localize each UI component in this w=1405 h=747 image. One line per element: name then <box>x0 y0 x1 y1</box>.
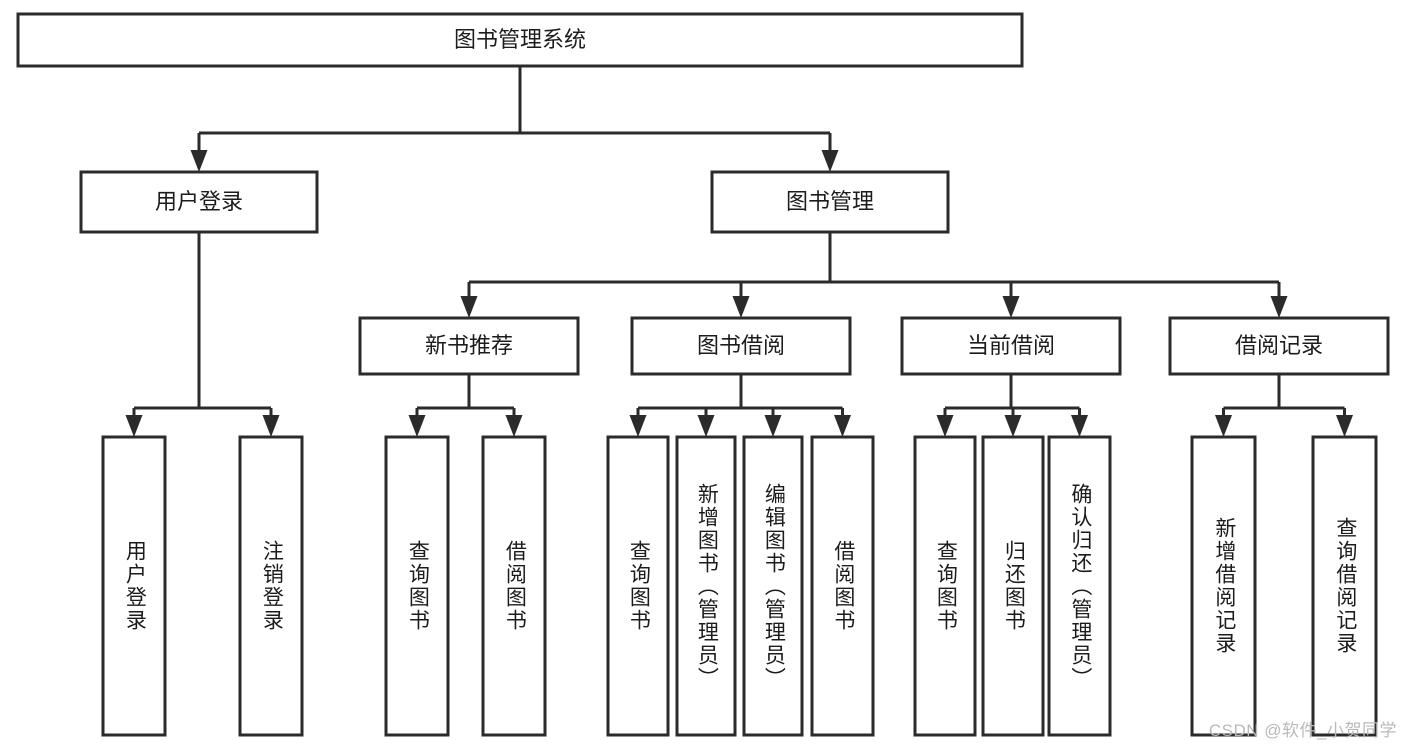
edge-arrow-icon <box>629 415 647 437</box>
edge-arrow-icon <box>505 415 523 437</box>
node-level3[interactable]: 当前借阅 <box>900 316 1122 376</box>
edge-arrow-icon <box>1004 415 1022 437</box>
edge-arrow-icon <box>262 415 280 437</box>
node-leaf[interactable] <box>810 435 875 737</box>
node-level2[interactable]: 用户登录 <box>79 170 319 234</box>
node-leaf[interactable] <box>238 435 304 737</box>
edge-arrow-icon <box>190 150 208 172</box>
edge-arrow-icon <box>1215 415 1232 437</box>
node-label: 图书管理系统 <box>454 27 586 52</box>
node-label: 借阅记录 <box>1235 333 1323 358</box>
node-box[interactable] <box>101 435 167 737</box>
node-leaf[interactable] <box>606 435 670 737</box>
node-leaf[interactable] <box>1190 435 1257 737</box>
node-leaf[interactable] <box>981 435 1045 737</box>
node-label: 图书借阅 <box>697 333 785 358</box>
node-box[interactable] <box>810 435 875 737</box>
node-box[interactable] <box>481 435 547 737</box>
node-box[interactable] <box>79 170 319 234</box>
edges-layer <box>125 66 1353 437</box>
node-label: 图书管理 <box>786 189 874 214</box>
node-leaf[interactable] <box>481 435 547 737</box>
edge-arrow-icon <box>764 415 782 437</box>
node-leaf[interactable] <box>742 435 804 737</box>
node-box[interactable] <box>742 435 804 737</box>
node-box[interactable] <box>1047 435 1112 737</box>
edge-arrow-icon <box>834 415 851 437</box>
node-box[interactable] <box>16 12 1024 68</box>
edge-group <box>1215 374 1353 437</box>
node-level3[interactable]: 借阅记录 <box>1168 316 1390 376</box>
edge-group <box>190 66 839 172</box>
edge-arrow-icon <box>125 415 143 437</box>
node-box[interactable] <box>606 435 670 737</box>
edge-arrow-icon <box>697 415 715 437</box>
edge-group <box>125 232 280 437</box>
edge-group <box>936 374 1088 437</box>
edge-arrow-icon <box>408 415 426 437</box>
node-leaf[interactable] <box>913 435 977 737</box>
node-box[interactable] <box>710 170 950 234</box>
node-leaf[interactable] <box>384 435 450 737</box>
node-box[interactable] <box>238 435 304 737</box>
node-box[interactable] <box>1168 316 1390 376</box>
node-box[interactable] <box>630 316 852 376</box>
node-box[interactable] <box>981 435 1045 737</box>
node-leaf[interactable] <box>101 435 167 737</box>
node-label: 当前借阅 <box>967 333 1055 358</box>
edge-arrow-icon <box>1270 296 1288 318</box>
node-box[interactable] <box>675 435 737 737</box>
node-box[interactable] <box>1311 435 1378 737</box>
edge-arrow-icon <box>936 415 954 437</box>
node-level2[interactable]: 图书管理 <box>710 170 950 234</box>
node-leaf[interactable] <box>1311 435 1378 737</box>
edge-arrow-icon <box>821 150 839 172</box>
node-label: 新书推荐 <box>425 333 513 358</box>
node-box[interactable] <box>913 435 977 737</box>
edge-group <box>460 232 1288 318</box>
node-box[interactable] <box>384 435 450 737</box>
csdn-watermark: CSDN @软件_小贺同学 <box>1208 721 1397 740</box>
node-box[interactable] <box>900 316 1122 376</box>
node-box[interactable] <box>1190 435 1257 737</box>
node-box[interactable] <box>358 316 580 376</box>
edge-arrow-icon <box>1002 296 1020 318</box>
node-level3[interactable]: 新书推荐 <box>358 316 580 376</box>
node-leaf[interactable] <box>1047 435 1112 737</box>
edge-arrow-icon <box>1336 415 1353 437</box>
node-level3[interactable]: 图书借阅 <box>630 316 852 376</box>
node-label: 用户登录 <box>155 189 243 214</box>
edge-group <box>408 374 523 437</box>
node-root[interactable]: 图书管理系统 <box>16 12 1024 68</box>
edge-group <box>629 374 851 437</box>
edge-arrow-icon <box>732 296 750 318</box>
edge-arrow-icon <box>460 296 478 318</box>
node-leaf[interactable] <box>675 435 737 737</box>
edge-arrow-icon <box>1071 415 1088 437</box>
